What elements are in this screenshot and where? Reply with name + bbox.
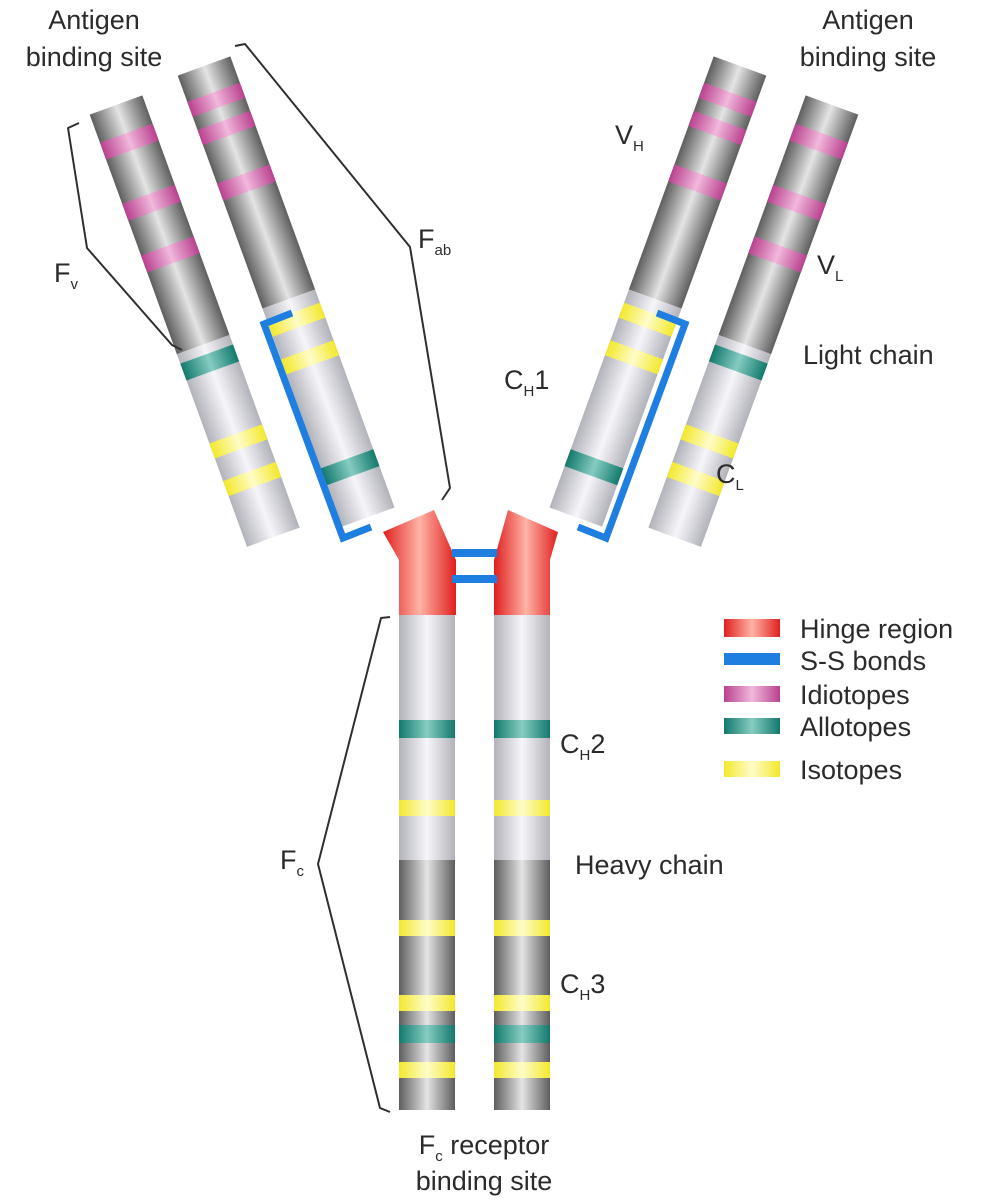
legend-swatch-hinge [724,619,780,637]
ch1-label: CH1 [504,365,549,400]
fc-receptor-label-line2: binding site [416,1166,553,1196]
antigen-site-right-line2: binding site [800,42,937,72]
legend-label-idiotopes: Idiotopes [800,680,910,710]
vh-label: VH [615,120,644,155]
stem-left-heavy-chain-isotope-band-2 [399,800,455,816]
stem-right-heavy-chain-isotope-band-2 [494,800,550,816]
stem-left-heavy-chain [399,615,455,1110]
stem-right-heavy-chain-isotope-band-4 [494,995,550,1011]
cl-label: CL [716,459,744,494]
ch3-label: CH3 [560,969,605,1004]
antigen-site-right-line1: Antigen [822,5,914,35]
legend-label-allotopes: Allotopes [800,712,911,742]
hinge-region [383,510,558,615]
stem-right-heavy-chain-allotope-band-5 [494,1025,550,1043]
antigen-site-left-line1: Antigen [48,5,140,35]
legend-swatch-ss [724,653,780,665]
fab-label: Fab [418,224,451,259]
legend-label-isotopes: Isotopes [800,755,902,785]
legend-swatch-allotopes [724,718,780,734]
stem-left-heavy-chain-allotope-band-1 [399,720,455,738]
legend-label-ss: S-S bonds [800,646,926,676]
ch2-label: CH2 [560,729,605,764]
fv-label: Fv [54,258,79,293]
hinge-left [383,510,456,615]
stem-right-heavy-chain-isotope-band-3 [494,920,550,936]
antigen-site-left-line2: binding site [26,42,163,72]
stem-right-heavy-chain [494,615,550,1110]
stem-left-heavy-chain-isotope-band-3 [399,920,455,936]
inter-heavy-ss-bonds [452,549,497,583]
stem-right-heavy-chain-isotope-band-6 [494,1062,550,1078]
heavy-chain-label: Heavy chain [575,850,724,880]
stem-left-heavy-chain-isotope-band-4 [399,995,455,1011]
fc-label: Fc [280,845,305,880]
stem-right-heavy-chain-allotope-band-1 [494,720,550,738]
fc-bracket [318,617,390,1112]
vl-label: VL [817,250,843,285]
legend-label-hinge: Hinge region [800,614,953,644]
ss-bond-lower [452,575,497,583]
legend-swatch-isotopes [724,761,780,777]
legend-swatch-idiotopes [724,686,780,702]
light-chain-label: Light chain [803,340,934,370]
hinge-right [494,510,558,615]
ss-bond-upper [452,549,497,557]
stem-left-heavy-chain-isotope-band-6 [399,1062,455,1078]
legend: Hinge region S-S bonds Idiotopes Allotop… [724,614,953,785]
stem-left-heavy-chain-allotope-band-5 [399,1025,455,1043]
fc-receptor-label-line1: Fc receptor [419,1130,550,1165]
